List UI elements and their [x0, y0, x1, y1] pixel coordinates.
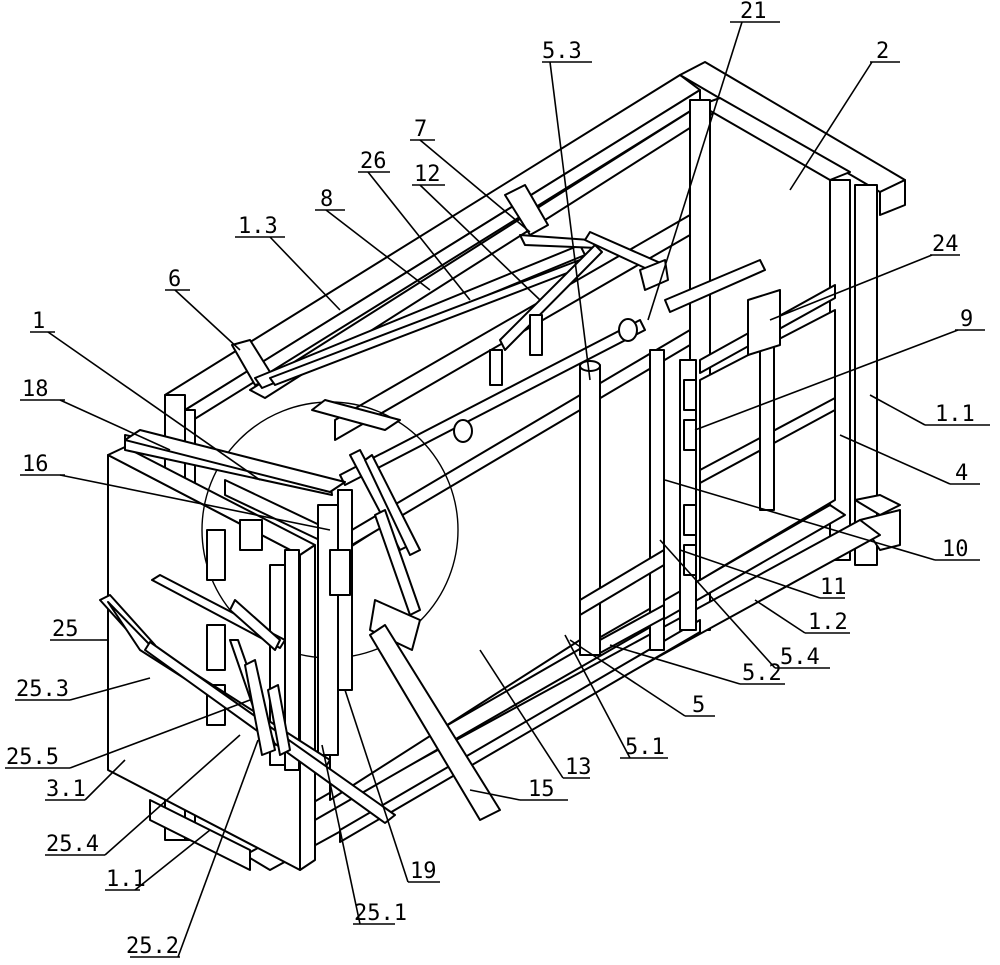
label-25-4: 25.4 — [46, 832, 99, 857]
label-5-2: 5.2 — [742, 661, 782, 686]
label-25-5: 25.5 — [6, 745, 59, 770]
front-mechanism — [124, 399, 501, 821]
label-15: 15 — [528, 777, 555, 802]
label-6: 6 — [168, 267, 181, 292]
label-26: 26 — [360, 149, 387, 174]
label-1: 1 — [32, 309, 45, 334]
handle-assembly — [99, 574, 396, 824]
label-10: 10 — [942, 537, 969, 562]
label-5-3: 5.3 — [542, 39, 582, 64]
label-25-2: 25.2 — [126, 934, 179, 959]
side-panels — [329, 214, 836, 843]
label-5-4: 5.4 — [780, 645, 820, 670]
label-11: 11 — [820, 575, 847, 600]
label-5: 5 — [692, 693, 705, 718]
label-3-1: 3.1 — [46, 777, 86, 802]
label-8: 8 — [320, 187, 333, 212]
label-25-1: 25.1 — [354, 901, 407, 926]
part-labels: 21 5.3 2 7 26 12 8 1.3 6 24 1 9 1.1 18 4… — [6, 0, 975, 959]
label-5-1: 5.1 — [625, 735, 665, 760]
top-mechanism — [231, 184, 766, 486]
label-9: 9 — [960, 307, 973, 332]
label-12: 12 — [414, 162, 441, 187]
leader-lines — [5, 21, 990, 958]
label-24: 24 — [932, 232, 959, 257]
label-19: 19 — [410, 859, 437, 884]
label-25-3: 25.3 — [16, 677, 69, 702]
label-1-2: 1.2 — [808, 610, 848, 635]
label-7: 7 — [414, 117, 427, 142]
label-13: 13 — [565, 755, 592, 780]
door-assembly — [579, 289, 781, 656]
label-16: 16 — [22, 452, 49, 477]
label-1-1-right: 1.1 — [935, 402, 975, 427]
label-25: 25 — [52, 617, 79, 642]
label-2: 2 — [876, 39, 889, 64]
label-4: 4 — [955, 461, 968, 486]
label-18: 18 — [22, 377, 49, 402]
label-1-3: 1.3 — [238, 214, 278, 239]
label-21: 21 — [740, 0, 767, 24]
label-1-1-bottom: 1.1 — [106, 867, 146, 892]
